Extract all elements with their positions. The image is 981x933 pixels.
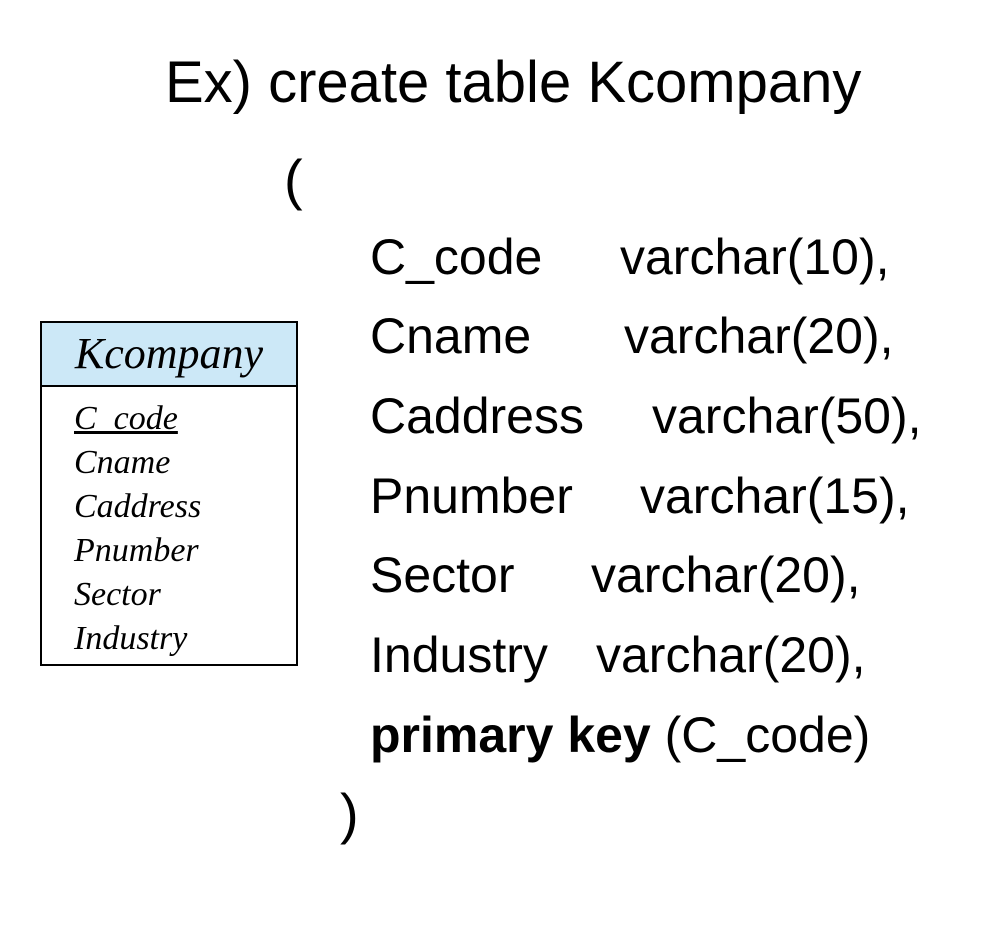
primary-key-columns: (C_code)	[664, 707, 871, 763]
column-type: varchar(20),	[591, 547, 861, 603]
entity-attribute: Caddress	[74, 488, 202, 525]
entity-attribute: Cname	[74, 444, 171, 481]
close-parenthesis: )	[340, 782, 359, 845]
column-name: Industry	[370, 627, 548, 683]
sql-create-statement-title: Ex) create table Kcompany	[165, 50, 862, 115]
primary-key-clause: primary key (C_code)	[370, 705, 870, 765]
column-type: varchar(20),	[624, 308, 894, 364]
primary-key-keyword: primary key	[370, 707, 651, 763]
open-parenthesis: (	[284, 148, 303, 211]
entity-attribute: Industry	[74, 620, 188, 657]
entity-name: Kcompany	[42, 323, 296, 387]
entity-attribute-list: C_code Cname Caddress Pnumber Sector Ind…	[42, 387, 296, 661]
column-type: varchar(50),	[652, 388, 922, 444]
column-name: Cname	[370, 308, 532, 364]
entity-attribute: Sector	[74, 576, 161, 613]
column-name: C_code	[370, 229, 543, 285]
entity-attribute-key: C_code	[74, 400, 178, 437]
column-type: varchar(20),	[596, 627, 866, 683]
column-type: varchar(15),	[640, 468, 910, 524]
column-name: Caddress	[370, 388, 584, 444]
column-name: Pnumber	[370, 468, 573, 524]
entity-attribute: Pnumber	[74, 532, 199, 569]
column-type: varchar(10),	[620, 229, 890, 285]
column-name: Sector	[370, 547, 515, 603]
entity-box-kcompany: Kcompany C_code Cname Caddress Pnumber S…	[40, 321, 298, 666]
